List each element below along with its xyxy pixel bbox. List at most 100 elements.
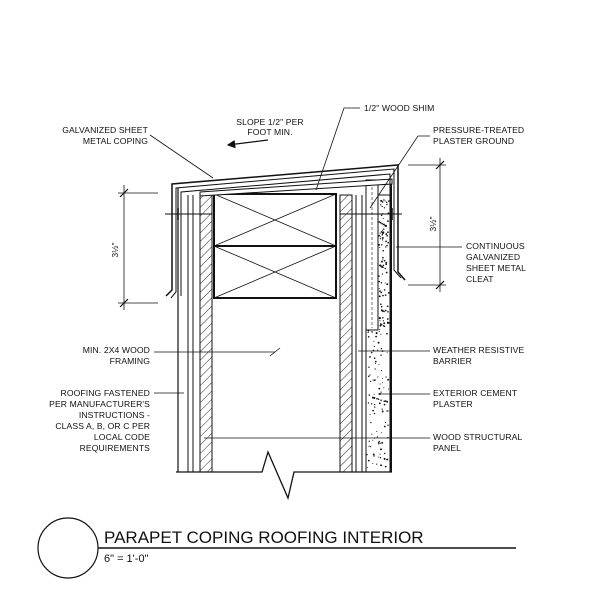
plaster-stipple-dot	[383, 322, 386, 325]
plaster-stipple-dot	[380, 370, 382, 372]
plaster-stipple-dot	[368, 394, 371, 396]
plaster-stipple-dot	[383, 224, 385, 226]
plaster-stipple-dot	[381, 239, 384, 241]
plaster-stipple-dot	[379, 383, 381, 385]
plaster-stipple-dot	[378, 275, 380, 277]
label-slope-line1: SLOPE 1/2" PER	[236, 117, 304, 127]
wood-framing-blocks	[213, 193, 337, 299]
plaster-stipple-dot	[380, 333, 382, 335]
plaster-stipple-dot	[376, 397, 378, 400]
plaster-stipple-dot	[374, 362, 377, 365]
plaster-stipple-dot	[379, 237, 382, 240]
plaster-stipple-dot	[373, 455, 375, 457]
plaster-stipple-dot	[385, 225, 387, 227]
plaster-stipple-dot	[379, 320, 381, 322]
plaster-stipple-dot	[381, 377, 384, 379]
plaster-stipple-dot	[384, 465, 387, 468]
plaster-stipple-dot	[385, 246, 387, 248]
plaster-stipple-dot	[381, 201, 384, 203]
plaster-stipple-dot	[378, 440, 380, 443]
plaster-stipple-dot	[374, 403, 376, 406]
plaster-stipple-dot	[373, 346, 375, 348]
plaster-stipple-dot	[370, 421, 372, 424]
plaster-stipple-dot	[373, 412, 376, 415]
plaster-stipple-dot	[372, 439, 374, 441]
plaster-stipple-dot	[367, 336, 370, 338]
label-coping-line2: METAL COPING	[83, 136, 148, 146]
plaster-stipple-dot	[382, 259, 384, 261]
plaster-stipple-dot	[367, 402, 370, 404]
label-framing-line1: MIN. 2X4 WOOD	[83, 345, 150, 355]
plaster-stipple-dot	[383, 199, 385, 201]
plaster-stipple-dot	[368, 445, 370, 447]
label-cleat-line1: CONTINUOUS	[466, 241, 525, 251]
label-panel-line1: WOOD STRUCTURAL	[433, 432, 522, 442]
plaster-stipple-dot	[386, 234, 389, 237]
label-coping-line1: GALVANIZED SHEET	[62, 125, 148, 135]
plaster-stipple-dot	[387, 378, 390, 381]
plaster-stipple-dot	[385, 263, 388, 266]
plaster-stipple-dot	[380, 464, 383, 466]
plaster-stipple-dot	[378, 387, 381, 390]
plaster-stipple-dot	[386, 410, 388, 412]
plaster-stipple-dot	[373, 393, 375, 395]
plaster-stipple-dot	[384, 200, 386, 202]
plaster-stipple-dot	[366, 453, 368, 456]
plaster-stipple-dot	[383, 325, 386, 328]
plaster-stipple-dot	[380, 214, 383, 216]
plaster-stipple-dot	[387, 200, 390, 202]
plaster-stipple-dot	[369, 356, 371, 358]
plaster-stipple-dot	[387, 322, 389, 324]
plaster-stipple-dot	[374, 360, 377, 363]
plaster-stipple-dot	[382, 249, 384, 252]
plaster-stipple-dot	[367, 459, 370, 462]
plaster-stipple-dot	[384, 400, 387, 402]
plaster-stipple-dot	[377, 341, 380, 344]
plaster-stipple-dot	[373, 357, 376, 360]
plaster-stipple-dot	[386, 244, 388, 247]
plaster-stipple-dot	[383, 425, 386, 428]
plaster-stipple-dot	[368, 440, 370, 442]
plaster-stipple-dot	[376, 436, 379, 438]
plaster-stipple-dot	[382, 217, 384, 219]
plaster-stipple-dot	[370, 446, 372, 448]
label-fastened-line5: LOCAL CODE	[94, 432, 150, 442]
plaster-stipple-dot	[387, 241, 390, 244]
plaster-stipple-dot	[382, 382, 384, 384]
label-fastened-line1: ROOFING FASTENED	[61, 388, 150, 398]
plaster-stipple-dot	[384, 267, 386, 270]
plaster-stipple-dot	[379, 232, 381, 234]
label-wood-shim: 1/2" WOOD SHIM	[364, 103, 434, 113]
label-plaster-line2: PLASTER	[433, 399, 473, 409]
plaster-stipple-dot	[378, 330, 380, 332]
plaster-stipple-dot	[386, 352, 388, 354]
dimension-right-label: 3½"	[428, 216, 438, 231]
plaster-stipple-dot	[367, 331, 369, 334]
plaster-stipple-dot	[381, 236, 384, 239]
plaster-stipple-dot	[379, 453, 381, 455]
plaster-stipple-dot	[379, 324, 382, 327]
plaster-stipple-dot	[382, 317, 384, 319]
dimension-right	[408, 158, 446, 292]
plaster-stipple-dot	[380, 399, 382, 402]
sheet-metal-coping	[165, 164, 406, 299]
plaster-stipple-dot	[380, 348, 383, 350]
plaster-stipple-dot	[381, 234, 384, 236]
plaster-stipple-dot	[387, 424, 389, 426]
plaster-stipple-dot	[383, 289, 386, 291]
plaster-stipple-dot	[385, 376, 387, 378]
left-wall	[177, 188, 213, 473]
plaster-stipple-dot	[370, 403, 373, 405]
plaster-stipple-dot	[377, 398, 380, 400]
plaster-stipple-dot	[375, 332, 378, 334]
drawing-title: PARAPET COPING ROOFING INTERIOR	[104, 528, 424, 547]
plaster-stipple-dot	[387, 311, 389, 313]
plaster-stipple-dot	[377, 442, 380, 444]
drawing-scale: 6" = 1'-0"	[104, 553, 149, 565]
label-barrier-line2: BARRIER	[433, 356, 472, 366]
plaster-stipple-dot	[380, 448, 382, 451]
label-fastened-line6: REQUIREMENTS	[80, 443, 151, 453]
plaster-stipple-dot	[379, 290, 381, 292]
